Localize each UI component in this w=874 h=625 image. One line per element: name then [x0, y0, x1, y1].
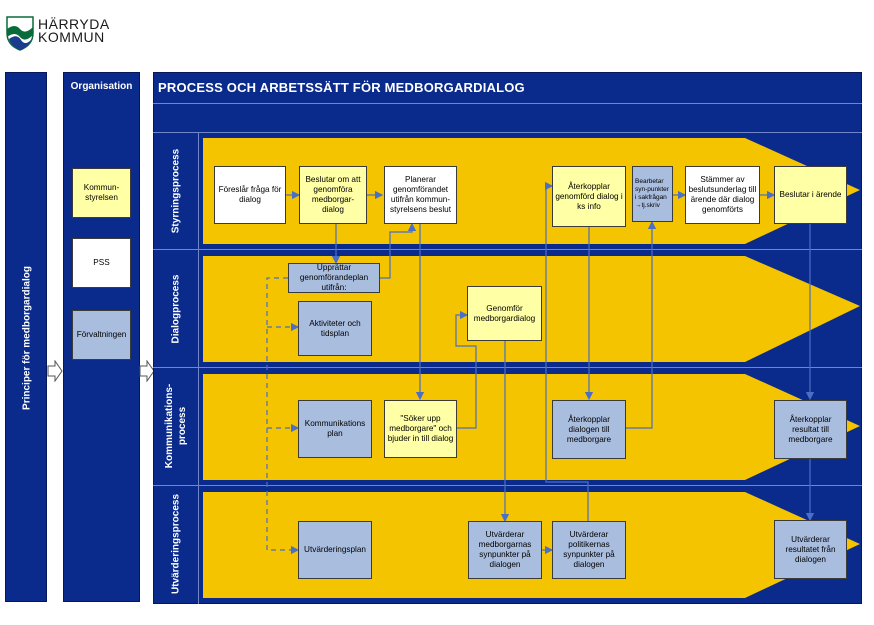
box-kommunikationsplan: Kommunikations plan: [298, 400, 372, 458]
box-bearbetar: Bearbetar syn-punkter i sakfrågan →tj.sk…: [632, 166, 673, 222]
box-beslutar-arende: Beslutar i ärende: [774, 166, 847, 224]
logo-line-2: KOMMUN: [38, 29, 105, 45]
box-aterkopplar-dialog: Återkopplar dialogen till medborgare: [552, 400, 626, 459]
box-aterkopplar-ks: Återkopplar genomförd dialog i ks info: [552, 166, 626, 227]
title-divider: [153, 103, 862, 104]
org-forvaltningen: Förvaltningen: [72, 310, 131, 360]
row-separator: [153, 367, 862, 368]
box-utv-politiker: Utvärderar politikernas synpunkter på di…: [552, 521, 626, 579]
box-upprattar: Upprättar genomförandeplan utifrån:: [288, 263, 380, 293]
box-stammer: Stämmer av beslutsunderlag till ärende d…: [685, 166, 760, 224]
box-foreslar: Föreslår fråga för dialog: [214, 166, 286, 224]
box-utvarderingsplan: Utvärderingsplan: [298, 521, 372, 579]
label-column-divider: [198, 132, 199, 604]
kommun-logo: HÄRRYDA KOMMUN: [5, 13, 109, 53]
arrow-right-icon: [47, 360, 63, 382]
box-utv-medborgare: Utvärderar medborgarnas synpunkter på di…: [468, 521, 542, 579]
box-soker: "Söker upp medborgare" och bjuder in til…: [384, 400, 457, 458]
principles-panel: Principer för medborgardialog: [5, 72, 47, 602]
box-aktiviteter: Aktiviteter och tidsplan: [298, 301, 372, 356]
arrow-right-icon: [139, 360, 155, 382]
subheader-divider: [153, 132, 862, 133]
box-planerar: Planerar genomförandet utifrån kommun-st…: [384, 166, 457, 224]
box-beslutar-genomfora: Beslutar om att genomföra medborgar-dial…: [299, 166, 367, 224]
main-title: PROCESS OCH ARBETSSÄTT FÖR MEDBORGARDIAL…: [158, 80, 525, 95]
org-pss: PSS: [72, 238, 131, 288]
box-genomfor: Genomför medborgardialog: [467, 286, 542, 341]
org-kommunstyrelsen: Kommun- styrelsen: [72, 168, 131, 218]
harryda-emblem-icon: [6, 16, 34, 51]
row-separator: [153, 485, 862, 486]
row-separator: [153, 249, 862, 250]
box-aterkopplar-resultat: Återkopplar resultat till medborgare: [774, 400, 847, 459]
organisation-title: Organisation: [70, 81, 133, 92]
logo-line-1: HÄRRYDA: [38, 16, 110, 32]
box-utv-resultat: Utvärderar resultatet från dialogen: [774, 520, 847, 579]
